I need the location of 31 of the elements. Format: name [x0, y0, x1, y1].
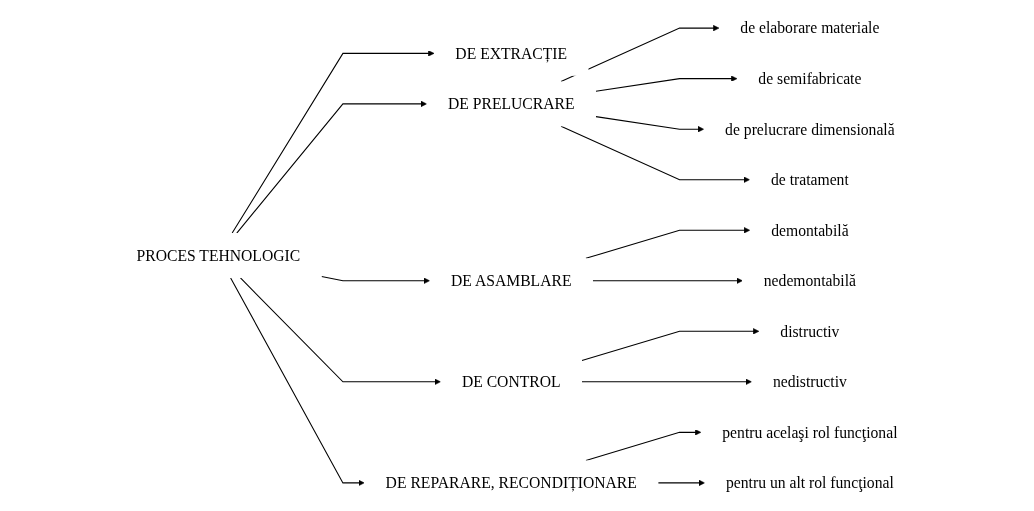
- arrow: [560, 25, 720, 83]
- node-text: DE EXTRACȚIE: [455, 44, 568, 63]
- node-text: de semifabricate: [758, 69, 862, 88]
- node-text: DE PRELUCRARE: [447, 95, 575, 113]
- arrow: [581, 378, 752, 385]
- node-text: pentru acelaşi rol funcţional: [722, 423, 898, 442]
- node-text: distructiv: [780, 322, 840, 341]
- node-text: DE CONTROL: [461, 372, 561, 391]
- arrow: [657, 479, 705, 486]
- arrow: [239, 277, 441, 385]
- arrow: [585, 429, 702, 461]
- arrow: [560, 125, 750, 183]
- arrow: [236, 100, 427, 234]
- node-text: pentru un alt rol funcţional: [725, 473, 894, 492]
- arrow: [231, 50, 435, 234]
- node-text: DE ASAMBLARE: [451, 271, 572, 290]
- arrow: [595, 75, 738, 92]
- node-text: DE REPARARE, RECONDIȚIONARE: [385, 473, 637, 492]
- node-text: PROCES TEHNOLOGIC: [136, 246, 301, 265]
- node-text: de prelucrare dimensională: [725, 120, 895, 139]
- node-text: nedistructiv: [772, 372, 847, 391]
- arrow: [585, 227, 751, 259]
- node-text: de tratament: [770, 170, 849, 189]
- node-text: de elaborare materiale: [740, 19, 880, 38]
- arrow: [321, 275, 430, 284]
- arrow: [230, 277, 365, 486]
- arrow: [595, 116, 705, 133]
- arrow: [592, 277, 743, 284]
- arrow: [581, 328, 760, 362]
- node-text: demontabilă: [771, 221, 849, 240]
- node-text: nedemontabilă: [763, 271, 856, 290]
